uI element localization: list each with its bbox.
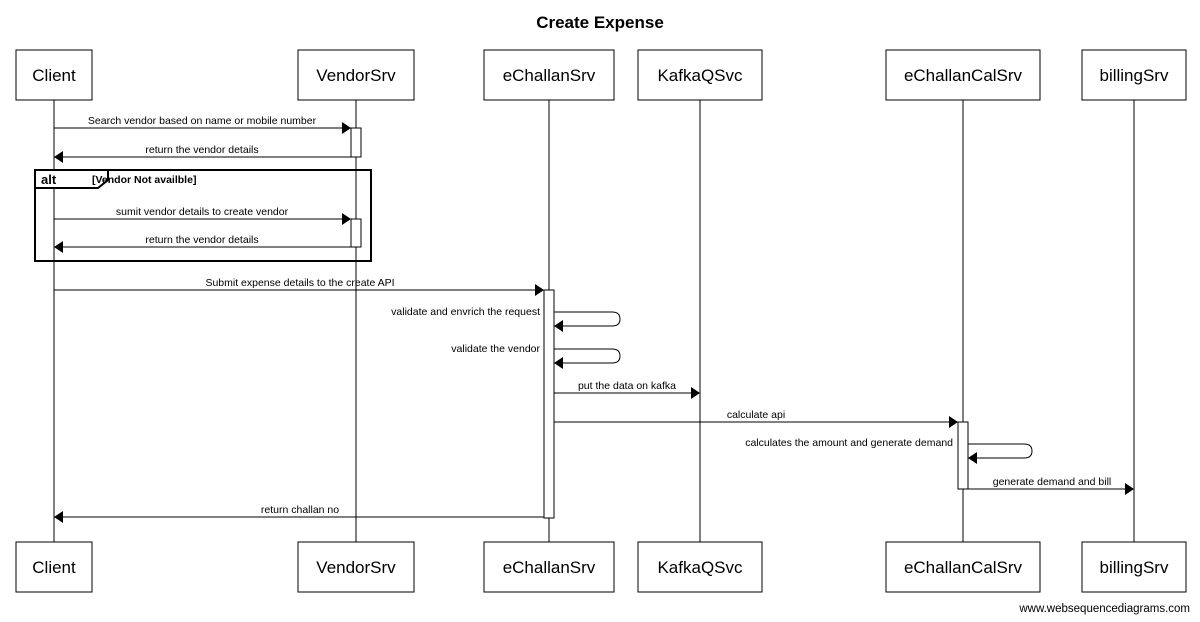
activation-vendor <box>350 127 362 158</box>
participant-label: eChallanSrv <box>503 66 596 85</box>
self-message-arrow <box>968 443 1033 459</box>
self-message-arrow <box>554 311 621 327</box>
participant-echallan: eChallanSrv <box>483 541 615 593</box>
arrowhead <box>535 284 544 296</box>
message-label: calculate api <box>727 409 785 421</box>
messages <box>54 122 1134 523</box>
participant-label: billingSrv <box>1100 558 1169 577</box>
arrowhead <box>949 416 958 428</box>
message-label: return challan no <box>261 504 339 516</box>
arrowhead <box>342 213 351 225</box>
message-label: return the vendor details <box>145 144 258 156</box>
message-label: generate demand and bill <box>993 476 1112 488</box>
message-label: Search vendor based on name or mobile nu… <box>88 115 317 127</box>
participant-label: Client <box>32 558 76 577</box>
activations <box>350 127 969 519</box>
arrowhead <box>1125 483 1134 495</box>
arrowhead <box>554 357 563 369</box>
arrowhead <box>968 452 977 464</box>
message-label: return the vendor details <box>145 234 258 246</box>
participant-billing: billingSrv <box>1081 49 1187 101</box>
alt-label: alt <box>41 172 57 187</box>
arrowhead <box>54 241 63 253</box>
alt-condition: [Vendor Not availble] <box>92 174 196 186</box>
participant-label: KafkaQSvc <box>657 558 743 577</box>
participants-top: Client VendorSrv eChallanSrv KafkaQSvc e… <box>15 49 1187 101</box>
participant-kafka: KafkaQSvc <box>637 49 763 101</box>
participant-client: Client <box>15 541 93 593</box>
arrowhead <box>342 122 351 134</box>
participant-label: VendorSrv <box>316 66 396 85</box>
participant-vendor: VendorSrv <box>297 49 415 101</box>
arrowhead <box>54 511 63 523</box>
participant-vendor: VendorSrv <box>297 541 415 593</box>
message-label: Submit expense details to the create API <box>205 277 394 289</box>
participant-label: eChallanCalSrv <box>904 66 1023 85</box>
arrowhead <box>554 320 563 332</box>
activation-cal <box>957 421 969 490</box>
participant-cal: eChallanCalSrv <box>885 541 1041 593</box>
participants-bottom: Client VendorSrv eChallanSrv KafkaQSvc e… <box>15 541 1187 593</box>
participant-label: eChallanCalSrv <box>904 558 1023 577</box>
message-label: calculates the amount and generate deman… <box>745 437 953 449</box>
participant-kafka: KafkaQSvc <box>637 541 763 593</box>
participant-client: Client <box>15 49 93 101</box>
participant-label: Client <box>32 66 76 85</box>
arrowhead <box>691 387 700 399</box>
participant-label: VendorSrv <box>316 558 396 577</box>
participant-label: KafkaQSvc <box>657 66 743 85</box>
activation-echallan <box>543 289 555 519</box>
participant-echallan: eChallanSrv <box>483 49 615 101</box>
participant-label: billingSrv <box>1100 66 1169 85</box>
message-label: validate the vendor <box>451 343 540 355</box>
message-label: put the data on kafka <box>578 380 676 392</box>
self-message-arrow <box>554 348 621 364</box>
participant-cal: eChallanCalSrv <box>885 49 1041 101</box>
diagram-title: Create Expense <box>536 13 664 32</box>
lifelines <box>53 100 1135 542</box>
message-label: sumit vendor details to create vendor <box>116 206 289 218</box>
participant-billing: billingSrv <box>1081 541 1187 593</box>
message-labels: Search vendor based on name or mobile nu… <box>88 115 1111 516</box>
message-label: validate and envrich the request <box>391 306 540 318</box>
participant-label: eChallanSrv <box>503 558 596 577</box>
activation-vendor <box>350 218 362 248</box>
alt-fragment: alt [Vendor Not availble] <box>34 169 372 262</box>
footer-watermark: www.websequencediagrams.com <box>1018 603 1190 615</box>
arrowhead <box>54 151 63 163</box>
